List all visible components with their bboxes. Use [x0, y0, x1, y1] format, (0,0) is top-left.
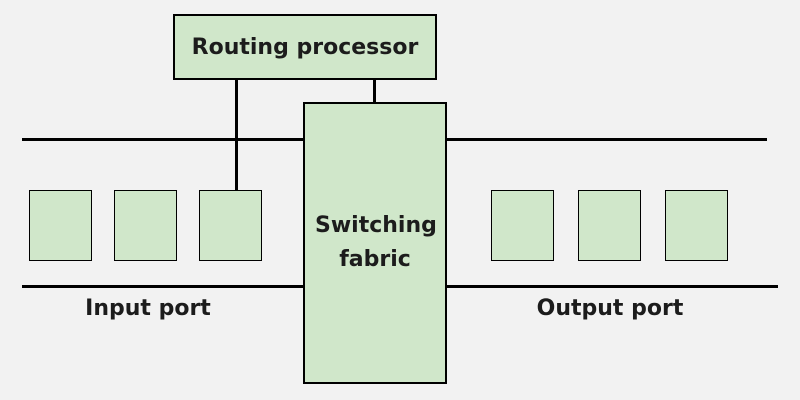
- output-port-box: [491, 190, 554, 261]
- output-port-box: [578, 190, 641, 261]
- input-port-box: [199, 190, 262, 261]
- output-port-group: [491, 190, 728, 261]
- output-port-label: Output port: [536, 296, 684, 321]
- input-port-box: [29, 190, 92, 261]
- routing-processor-label: Routing processor: [191, 34, 419, 60]
- input-port-box: [114, 190, 177, 261]
- routing-processor-to-input-port-connector: [235, 79, 238, 191]
- routing-processor-box: Routing processor: [173, 14, 437, 80]
- switching-fabric-box: Switching fabric: [303, 102, 447, 384]
- input-port-label: Input port: [85, 296, 211, 321]
- routing-processor-to-switching-fabric-connector: [373, 79, 376, 104]
- output-port-box: [665, 190, 728, 261]
- switching-fabric-label: Switching fabric: [315, 212, 437, 272]
- input-port-group: [29, 190, 262, 261]
